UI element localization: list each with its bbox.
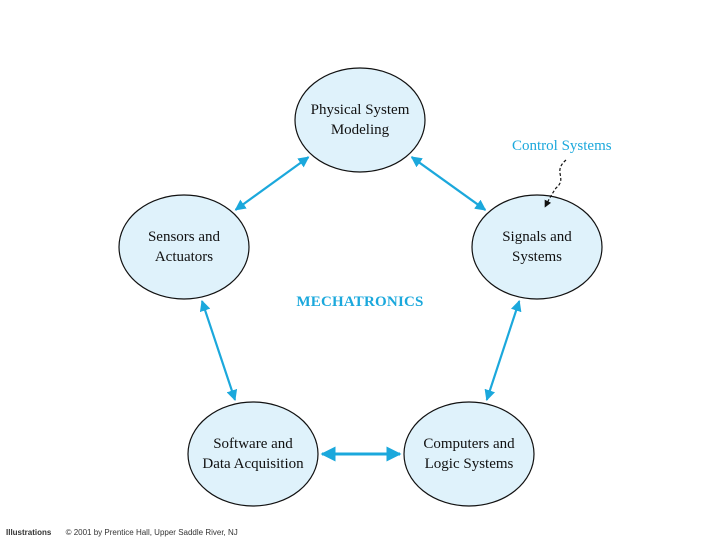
node-circle-sensors xyxy=(118,194,250,300)
arrow-software-sensors xyxy=(199,299,238,402)
arrow-physical-signals xyxy=(410,156,487,211)
center-label: MECHATRONICS xyxy=(296,294,424,310)
footer-credit-a: Illustrations xyxy=(6,528,52,537)
footer-credit-b: © 2001 by Prentice Hall, Upper Saddle Ri… xyxy=(65,528,238,537)
arrow-sensors-physical xyxy=(234,156,310,211)
node-circle-computers xyxy=(403,401,535,507)
control-systems-annotation: Control Systems xyxy=(512,138,612,154)
annotation-leader-line xyxy=(544,159,567,208)
arrow-signals-computers xyxy=(484,300,522,401)
copyright-footer: Illustrations © 2001 by Prentice Hall, U… xyxy=(6,528,238,537)
connections-layer xyxy=(199,156,522,462)
node-circle-signals xyxy=(471,194,603,300)
node-circle-software xyxy=(187,401,319,507)
node-circle-physical xyxy=(294,67,426,173)
nodes-layer xyxy=(118,67,603,507)
